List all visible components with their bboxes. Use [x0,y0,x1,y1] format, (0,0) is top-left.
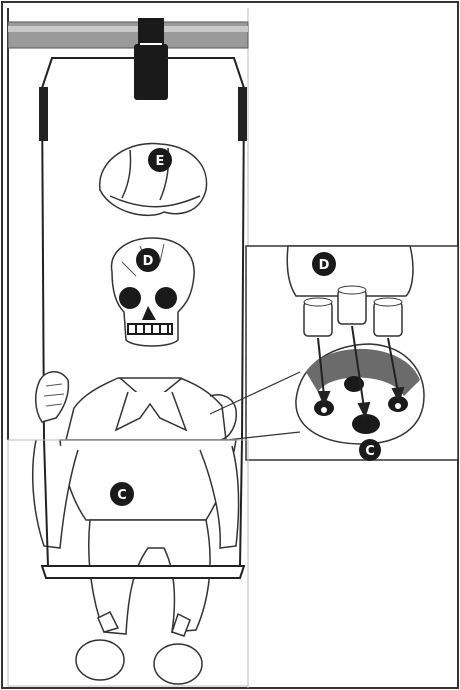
hat-icon [99,142,208,217]
hanging-frame [39,57,247,441]
label-d: D [143,254,154,269]
hanger-bar [7,21,249,49]
skeleton-body-icon [35,371,238,441]
label-e-badge: E [148,148,172,172]
connector-plug-icon [286,245,414,337]
label-d-badge: D [136,248,160,272]
insertion-arrows [317,325,405,419]
inset-label-d: D [319,258,330,273]
label-c-badge: C [110,482,134,506]
inset-label-c: C [365,444,375,459]
lower-panel-border [7,439,249,687]
lower-body [31,439,240,685]
inset-panel: D C [209,245,459,461]
label-c: C [117,488,127,503]
hanger-clamp-icon [134,18,168,100]
label-e: E [156,154,165,169]
inset-label-c-badge: C [359,439,381,461]
swing-seat-icon [40,439,246,579]
skull-icon [110,237,195,347]
inset-label-d-badge: D [312,252,336,276]
